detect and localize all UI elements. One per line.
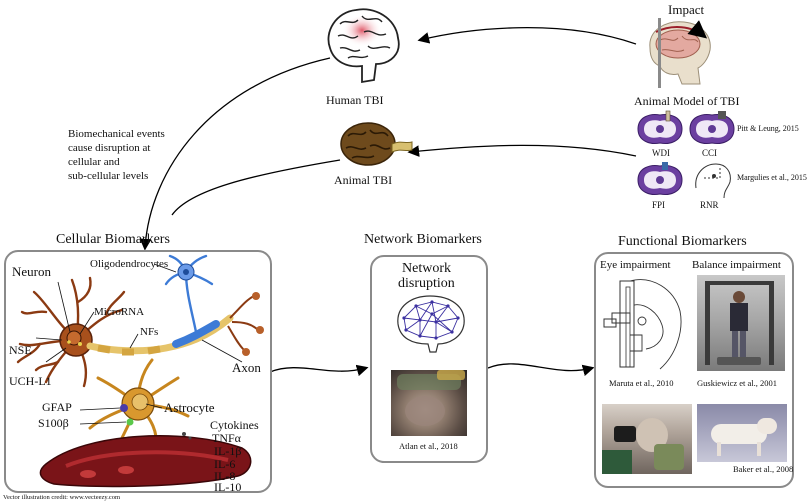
cci-slice-illustration	[689, 111, 735, 144]
biomech-line-4: sub-cellular levels	[68, 170, 149, 182]
tnf-alpha-label: TNFα	[212, 431, 241, 445]
il-10-label: IL-10	[214, 480, 242, 494]
eye-tracking-illustration	[603, 279, 682, 370]
gfap-label: GFAP	[42, 400, 72, 414]
rnr-head-illustration	[695, 163, 731, 199]
fpi-label: FPI	[652, 200, 666, 210]
guskiewicz-ref: Guskiewicz et al., 2001	[697, 378, 778, 388]
animal-brain-illustration	[340, 122, 413, 166]
biomech-line-1: Biomechanical events	[68, 128, 165, 140]
animal-model-title: Animal Model of TBI	[634, 94, 740, 108]
functional-biomarkers-title: Functional Biomarkers	[618, 234, 747, 249]
margulies-ref: Margulies et al., 2015	[737, 173, 807, 182]
pig-photo	[391, 370, 467, 436]
fpi-slice-illustration	[637, 162, 683, 195]
cellular-illustration	[16, 254, 264, 488]
il-6-label: IL-6	[214, 457, 236, 471]
animal-tbi-label: Animal TBI	[334, 173, 393, 187]
s100b-label: S100β	[38, 416, 69, 430]
eye-impairment-label: Eye impairment	[600, 259, 671, 271]
wdi-slice-illustration	[637, 110, 683, 144]
network-disruption-line-1: Network	[402, 261, 451, 276]
monkey-eye-photo	[602, 404, 692, 474]
atlan-ref: Atlan et al., 2018	[399, 441, 458, 451]
balance-impairment-label: Balance impairment	[692, 259, 781, 271]
oligodendrocytes-label: Oligodendrocytes	[90, 258, 169, 270]
nse-label: NSE	[9, 343, 32, 357]
rnr-label: RNR	[700, 200, 719, 210]
pitt-leung-ref: Pitt & Leung, 2015	[737, 124, 799, 133]
nfs-label: NFs	[140, 326, 159, 338]
impact-head-illustration	[649, 18, 711, 88]
cytokines-label: Cytokines	[210, 418, 259, 432]
credit-text: Vector illustration credit: www.vecteezy…	[3, 494, 121, 501]
wdi-label: WDI	[652, 148, 670, 158]
network-biomarkers-title: Network Biomarkers	[364, 232, 482, 247]
network-disruption-line-2: disruption	[398, 276, 455, 291]
cellular-biomarkers-title: Cellular Biomarkers	[56, 232, 170, 247]
human-tbi-label: Human TBI	[326, 93, 384, 107]
baker-ref: Baker et al., 2008	[733, 464, 794, 474]
maruta-ref: Maruta et al., 2010	[609, 378, 674, 388]
pig-walking-photo	[697, 404, 787, 462]
axon-label: Axon	[232, 360, 261, 375]
network-biomarkers-panel	[370, 255, 488, 463]
biomech-line-2: cause disruption at	[68, 142, 151, 154]
impact-label: Impact	[668, 2, 705, 17]
il-1b-label: IL-1β	[214, 444, 242, 458]
balance-photo	[697, 275, 785, 371]
il-8-label: IL-8	[214, 469, 236, 483]
brain-network-illustration	[397, 295, 465, 353]
biomech-line-3: cellular and	[68, 156, 120, 168]
human-brain-illustration	[327, 8, 400, 84]
uch-l1-label: UCH-L1	[9, 374, 52, 388]
neuron-label: Neuron	[12, 264, 51, 279]
microrna-label: MicroRNA	[94, 306, 145, 318]
astrocyte-label: Astrocyte	[164, 400, 215, 415]
cci-label: CCI	[702, 148, 718, 158]
